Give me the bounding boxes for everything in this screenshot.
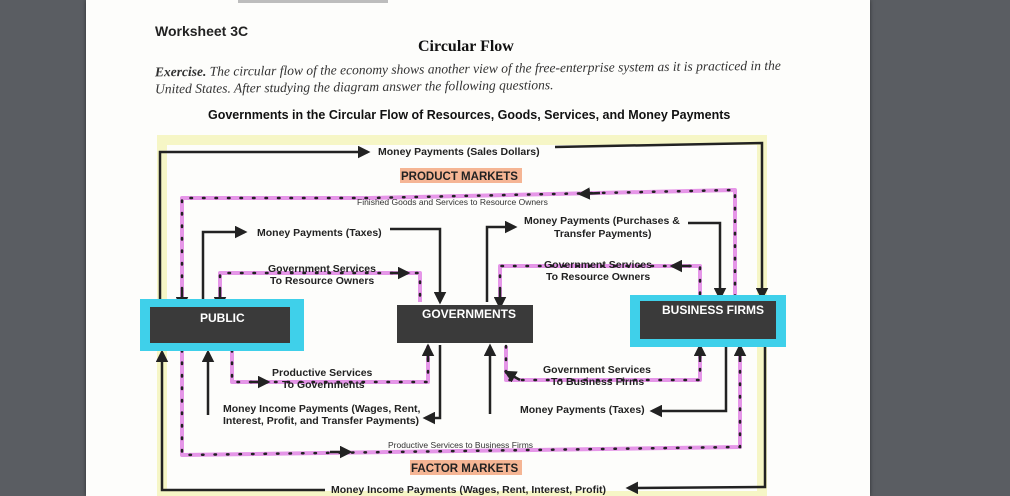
flow-purchases-right — [688, 221, 727, 301]
business-box — [640, 301, 776, 339]
flow-income-bottom-right — [625, 345, 767, 495]
label-productive-gov-1: Productive Services — [272, 367, 373, 379]
label-gov-services-bf-1: Government Services — [543, 364, 651, 376]
dotted-flows — [180, 188, 742, 457]
flow-purchases-left — [485, 220, 518, 302]
label-purchases-2: Transfer Payments) — [554, 228, 651, 240]
flow-sales-left — [158, 145, 371, 300]
money-flows — [155, 141, 769, 495]
label-gov-services-bf-2: To Business Firms — [551, 376, 644, 388]
business-label: BUSINESS FIRMS — [662, 303, 764, 317]
product-markets-label: PRODUCT MARKETS — [401, 171, 518, 183]
label-gov-services-ro-1: Government Services — [268, 263, 376, 275]
factor-markets-highlight — [410, 460, 522, 475]
worksheet-title: Circular Flow — [418, 38, 514, 55]
label-purchases-1: Money Payments (Purchases & — [524, 215, 680, 227]
governments-label: GOVERNMENTS — [422, 307, 516, 321]
label-income-bottom: Money Income Payments (Wages, Rent, Inte… — [331, 484, 606, 496]
flow-taxes-public-left — [201, 225, 248, 302]
label-gov-services-ro-2: To Resource Owners — [270, 275, 374, 287]
flow-sales-right — [554, 141, 769, 301]
factor-markets-label: FACTOR MARKETS — [411, 463, 518, 475]
pink-finished-goods — [180, 188, 737, 302]
page-edge-shadow — [238, 0, 388, 3]
worksheet-label: Worksheet 3C — [155, 23, 249, 39]
label-finished-goods: Finished Goods and Services to Resource … — [357, 197, 548, 207]
label-productive-gov-2: To Governments — [282, 379, 365, 391]
pink-productive-bf — [180, 346, 742, 457]
label-taxes-public: Money Payments (Taxes) — [257, 227, 382, 239]
public-box — [150, 307, 290, 343]
governments-box — [397, 305, 533, 343]
public-label: PUBLIC — [200, 311, 245, 325]
label-sales-dollars: Money Payments (Sales Dollars) — [378, 146, 540, 158]
pink-productive-gov — [230, 346, 430, 384]
pink-gov-services-bf — [504, 346, 702, 382]
label-income-gov-2: Interest, Profit, and Transfer Payments) — [223, 415, 419, 427]
label-gov-services-ro-right-2: To Resource Owners — [546, 271, 650, 283]
flow-income-bottom-left — [155, 349, 325, 492]
label-income-gov-1: Money Income Payments (Wages, Rent, — [223, 403, 420, 415]
label-taxes-business: Money Payments (Taxes) — [520, 404, 645, 416]
product-markets-highlight — [400, 168, 522, 183]
diagram-title: Governments in the Circular Flow of Reso… — [208, 108, 731, 122]
label-productive-bf: Productive Services to Business Firms — [388, 440, 533, 450]
flow-taxes-business-right — [649, 345, 728, 418]
flow-taxes-public-right — [390, 227, 447, 305]
pink-gov-services-ro-right — [498, 264, 702, 302]
label-gov-services-ro-right-1: Government Services — [544, 259, 652, 271]
flow-income-gov-right — [422, 345, 442, 425]
